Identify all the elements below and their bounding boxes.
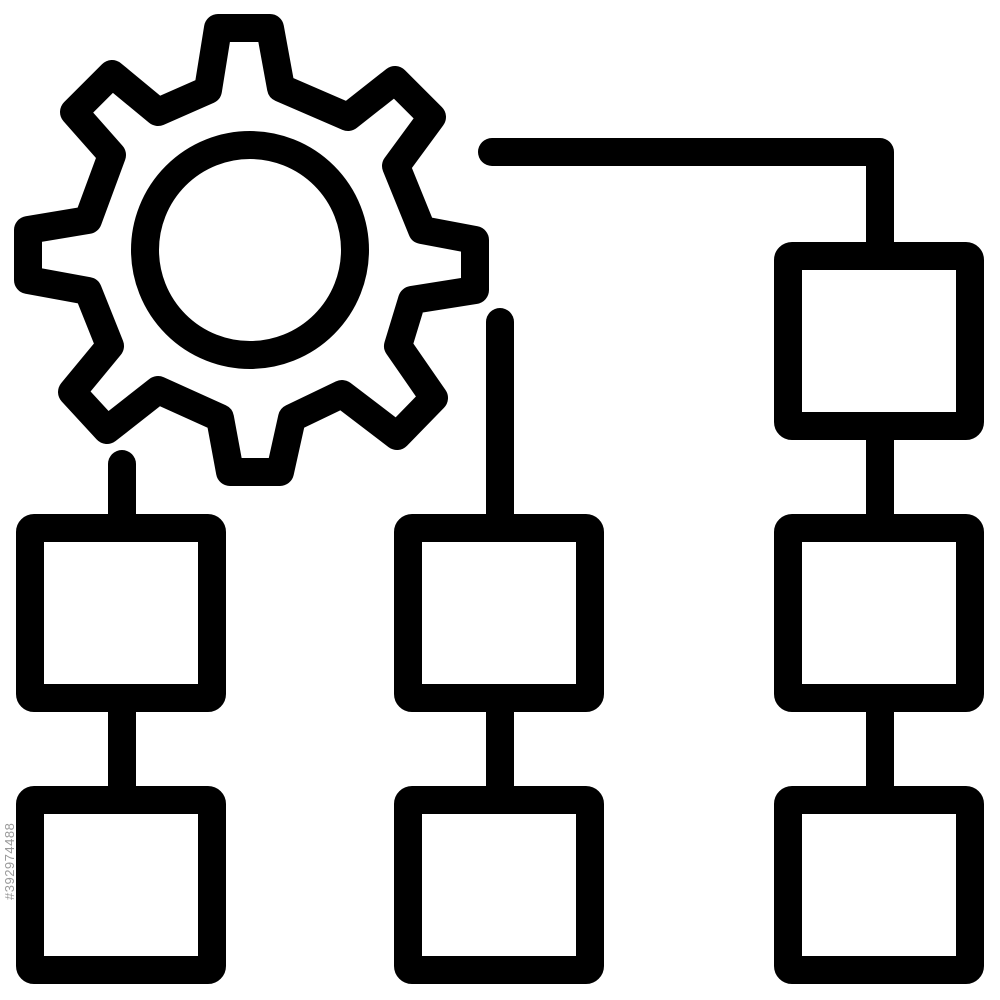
flow-box-left-2 — [16, 786, 226, 984]
gear-icon — [14, 14, 489, 486]
watermark-id-text: #392974488 — [2, 822, 17, 900]
flow-box-right-3 — [774, 786, 984, 984]
flow-box-right-1 — [774, 242, 984, 440]
flow-box-right-2 — [774, 514, 984, 712]
flow-box-middle-1 — [394, 514, 604, 712]
flow-box-left-1 — [16, 514, 226, 712]
connector-top-right — [478, 138, 894, 270]
gear-center-circle — [131, 131, 369, 369]
flow-box-middle-2 — [394, 786, 604, 984]
